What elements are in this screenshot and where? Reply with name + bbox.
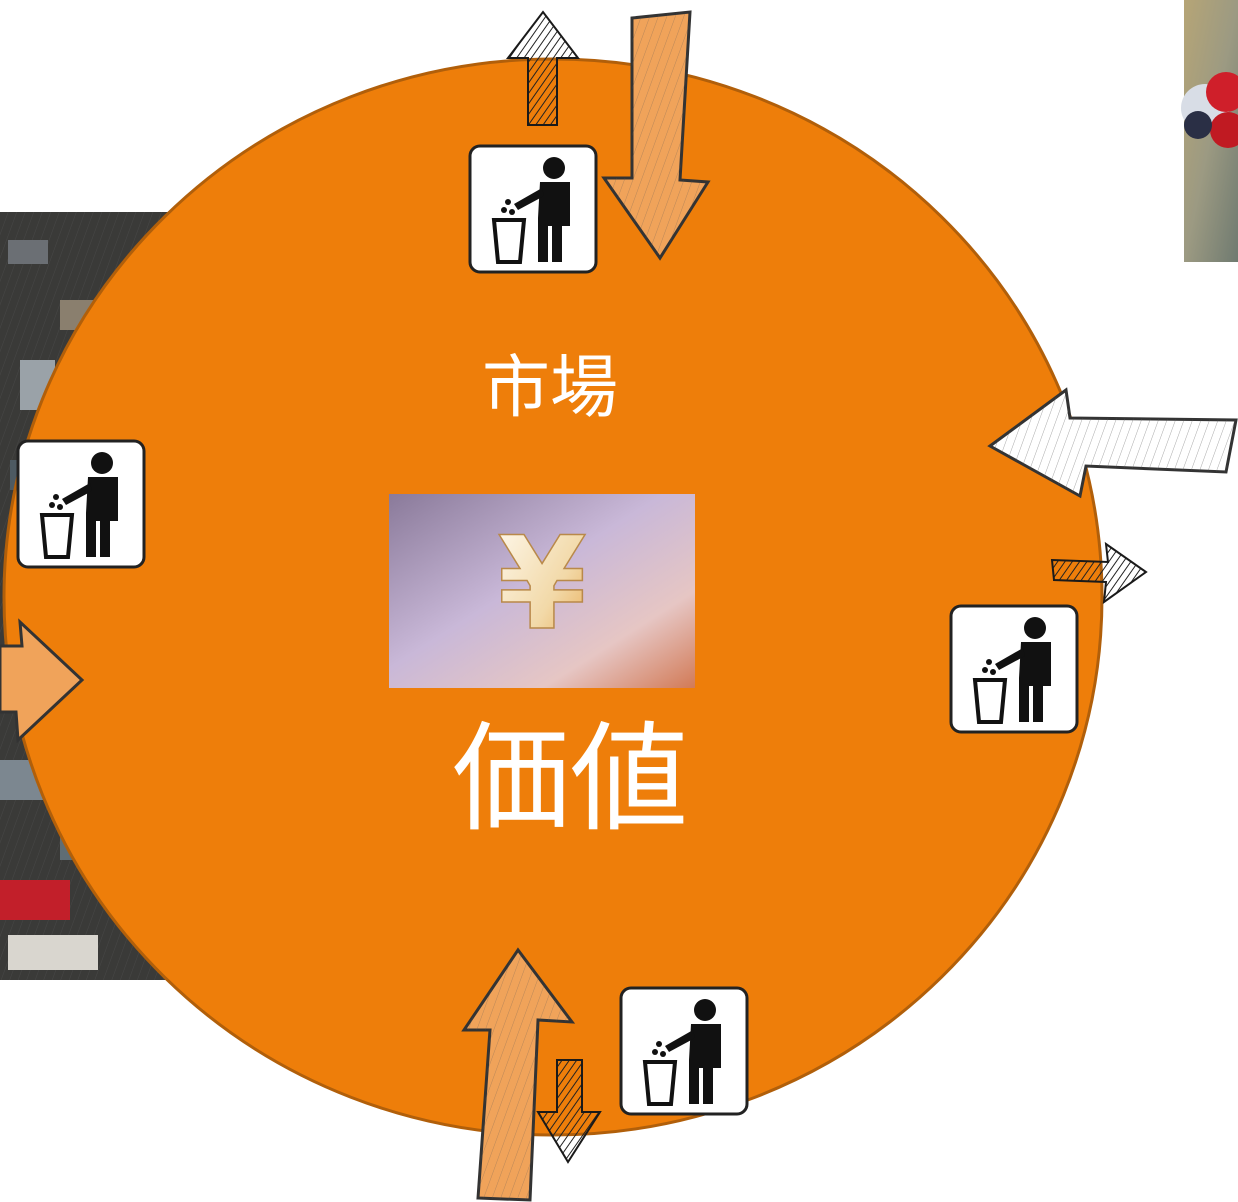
arrow-in-icon [461,947,576,1202]
arrow-out-icon [505,10,581,126]
trash-disposal-icon [949,604,1079,734]
trash-disposal-icon [468,144,598,274]
arrow-out-icon [1050,541,1148,605]
trash-disposal-icon [619,986,749,1116]
molecule-photo [1181,0,1238,262]
value-label: 価値 [451,710,688,848]
arrow-in-icon [0,618,85,744]
trash-disposal-icon [16,439,146,569]
market-label: 市場 [481,349,618,428]
yen-picture: ¥ [389,494,695,688]
arrow-out-icon [536,1059,602,1164]
arrow-in-icon [601,10,711,261]
arrow-in-icon [987,387,1238,499]
currency-yen-icon: ¥ [497,510,586,659]
